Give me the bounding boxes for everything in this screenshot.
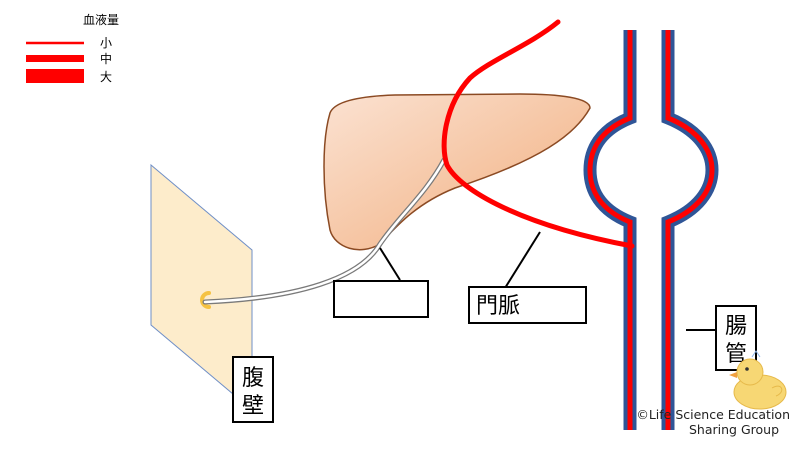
portal-vein-label: 門脈: [476, 294, 520, 319]
portal-vein-vessel: [441, 19, 635, 249]
legend: 血液量 小 中 大: [26, 12, 119, 84]
legend-label-small: 小: [100, 36, 112, 50]
portal-vein-leader: [504, 231, 541, 289]
liver-box-leader: [379, 247, 401, 281]
liver-label-box: [333, 280, 429, 318]
abdominal-wall-label-line2: 壁: [242, 394, 264, 419]
intestine-lumen: [608, 148, 692, 192]
portal-vein-label-box: [468, 286, 587, 324]
intestine-label-line2: 管: [725, 342, 747, 367]
legend-label-medium: 中: [100, 51, 112, 66]
legend-line-large: [26, 69, 84, 83]
stoma-ring: [200, 291, 211, 309]
legend-line-medium: [26, 55, 84, 62]
intestine-label-line1: 腸: [725, 314, 747, 339]
chick-mascot-logo: [729, 350, 787, 410]
liver: [323, 93, 591, 251]
shunt-vessel-inner: [203, 158, 446, 304]
intestine-blood-lining: [587, 30, 715, 430]
copyright-line2: Sharing Group: [689, 422, 779, 437]
legend-label-large: 大: [100, 70, 112, 84]
legend-title: 血液量: [83, 12, 119, 27]
intestine-wall: [583, 30, 719, 430]
abdominal-wall-label-box: [232, 356, 274, 423]
abdominal-wall-label-line1: 腹: [242, 366, 264, 391]
intestine: [583, 30, 719, 430]
copyright-line1: ©Life Science Education: [636, 407, 790, 422]
